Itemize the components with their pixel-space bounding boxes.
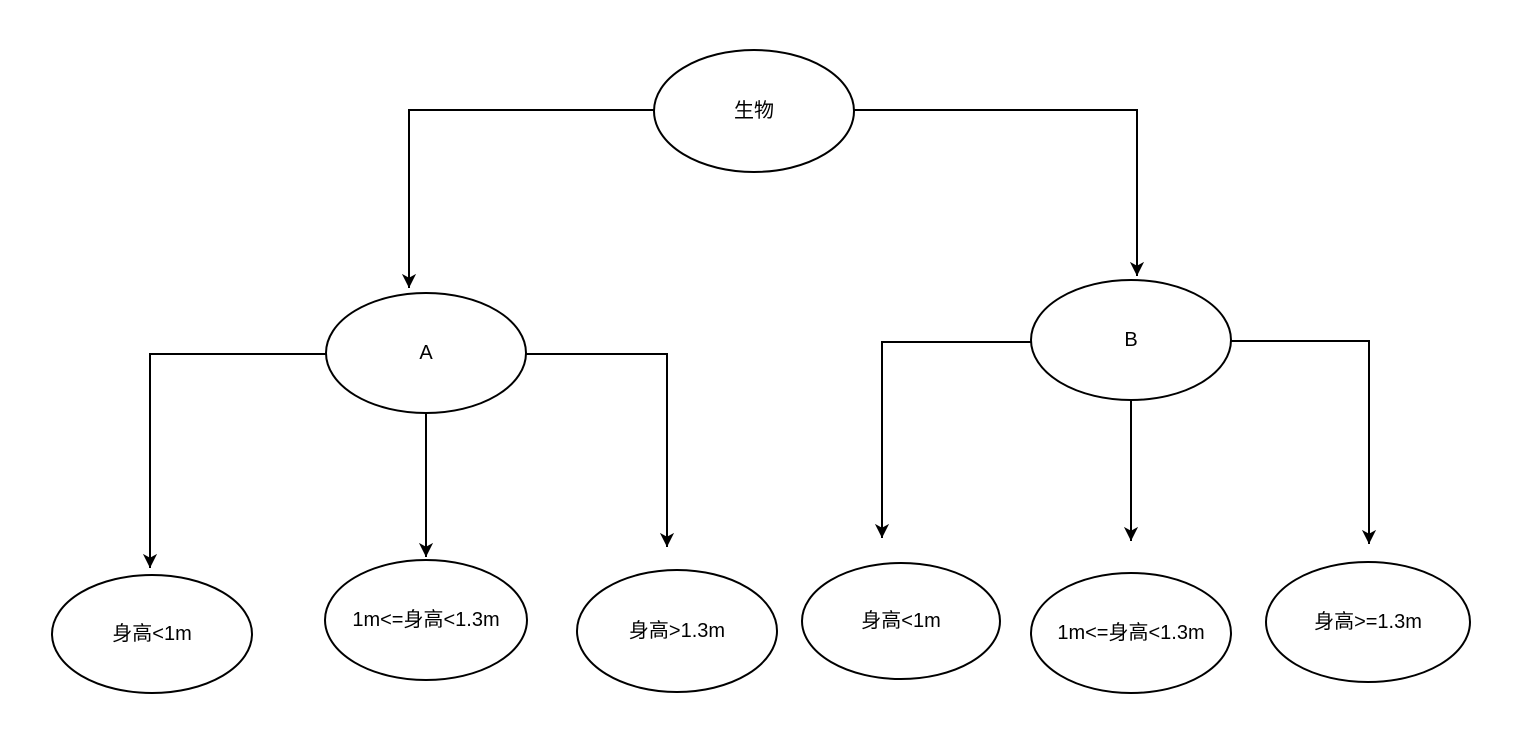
edge-root-to-a [401,109,654,288]
node-b3: 身高>=1.3m [1265,561,1471,683]
node-a-shape [325,292,527,414]
node-root-shape [653,49,855,173]
node-a2-shape [324,559,528,681]
node-a1-shape [51,574,253,694]
node-b1-label: 身高<1m [861,609,940,632]
node-a1: 身高<1m [51,574,253,694]
edge-b-to-b3 [1231,340,1377,544]
node-a3-label: 身高>1.3m [629,619,725,642]
node-a2: 1m<=身高<1.3m [324,559,528,681]
node-a-label: A [419,342,433,364]
node-a1-label: 身高<1m [112,622,191,645]
node-root-label: 生物 [734,99,774,122]
node-b3-label: 身高>=1.3m [1314,610,1422,633]
node-a3: 身高>1.3m [576,569,778,693]
edge-root-to-b [854,109,1145,276]
node-b1-shape [801,562,1001,680]
edge-a-to-a3 [526,353,675,547]
node-a3-shape [576,569,778,693]
node-b-shape [1030,279,1232,401]
node-b2-shape [1030,572,1232,694]
node-a2-label: 1m<=身高<1.3m [352,608,499,631]
node-b: B [1030,279,1232,401]
node-b2: 1m<=身高<1.3m [1030,572,1232,694]
node-b1: 身高<1m [801,562,1001,680]
node-root: 生物 [653,49,855,173]
node-b-label: B [1124,329,1137,351]
node-a: A [325,292,527,414]
edge-a-to-a1 [142,353,326,568]
edge-b-to-b1 [874,341,1031,538]
node-b2-label: 1m<=身高<1.3m [1057,621,1204,644]
node-b3-shape [1265,561,1471,683]
